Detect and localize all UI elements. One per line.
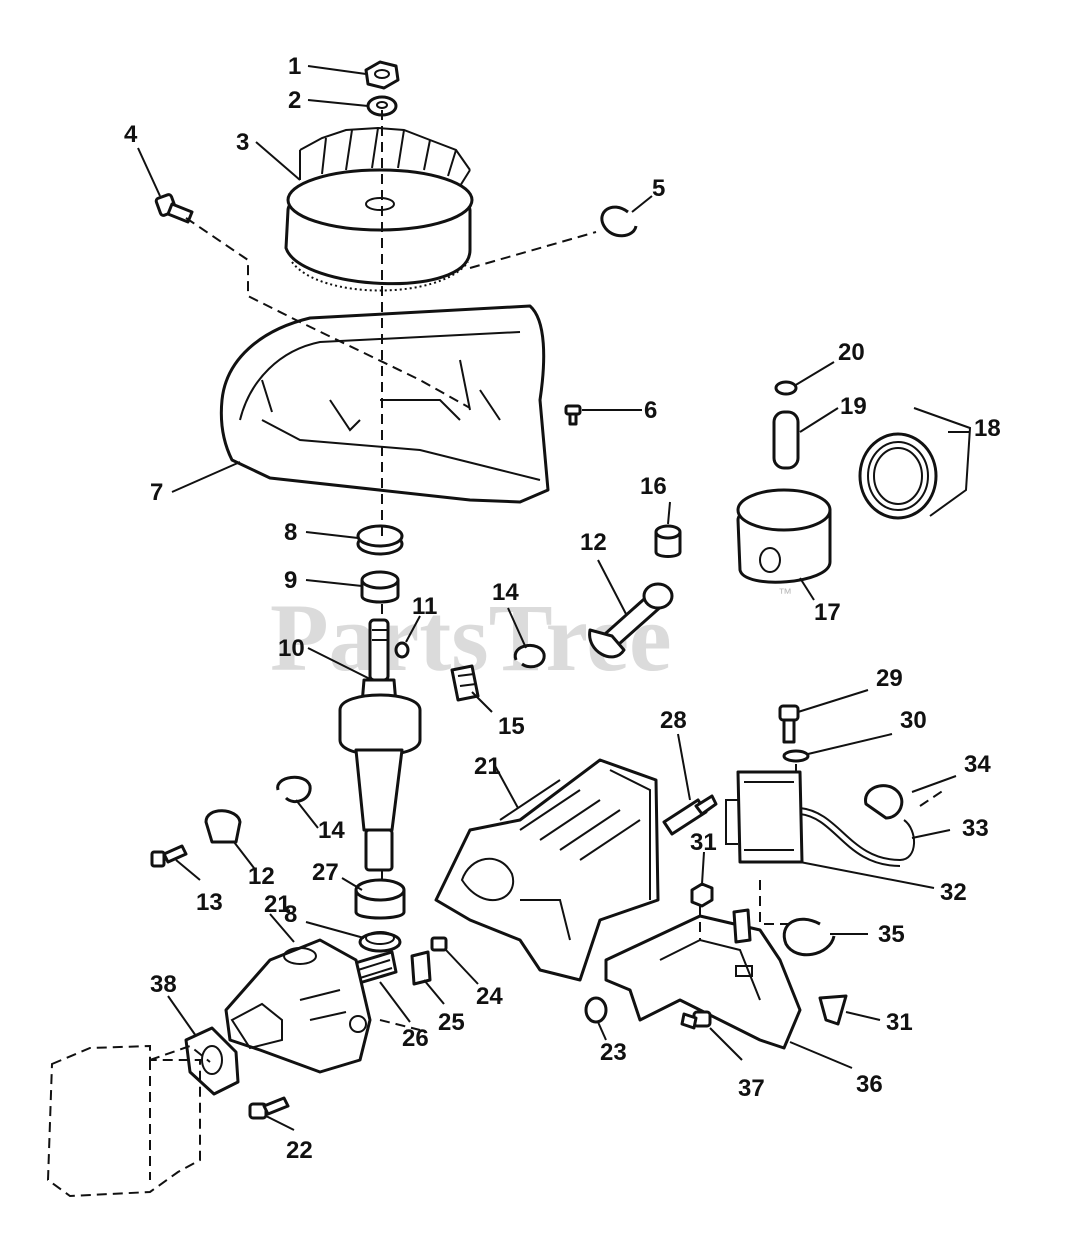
part-sleeve-27[interactable]	[354, 878, 406, 920]
part-bolt-13[interactable]	[150, 844, 188, 868]
callout-24: 24	[476, 983, 503, 1010]
callout-22: 22	[286, 1137, 313, 1164]
callout-34: 34	[964, 751, 991, 778]
part-plug-23[interactable]	[584, 996, 608, 1024]
callout-12b: 12	[248, 863, 275, 890]
part-screw-4[interactable]	[154, 193, 194, 224]
part-clip-5[interactable]	[600, 205, 638, 238]
callout-30: 30	[900, 707, 927, 734]
part-flywheel[interactable]	[284, 126, 474, 292]
callout-25: 25	[438, 1009, 465, 1036]
callout-36: 36	[856, 1071, 883, 1098]
callout-6: 6	[644, 397, 657, 424]
callout-5: 5	[652, 175, 665, 202]
callout-28: 28	[660, 707, 687, 734]
part-ignition-wire-33[interactable]	[799, 807, 916, 867]
callout-18: 18	[974, 415, 1001, 442]
callout-27: 27	[312, 859, 339, 886]
part-clip-14b[interactable]	[276, 775, 312, 803]
leader-lines	[137, 65, 972, 1131]
callout-37: 37	[738, 1075, 765, 1102]
callout-16: 16	[640, 473, 667, 500]
part-screw-24[interactable]	[430, 936, 448, 952]
part-screw-29[interactable]	[778, 704, 800, 744]
callout-33: 33	[962, 815, 989, 842]
part-rod-cap-12b[interactable]	[204, 809, 242, 844]
callout-21a: 21	[474, 753, 501, 780]
callout-4: 4	[124, 121, 138, 148]
callout-10: 10	[278, 635, 305, 662]
callout-11: 11	[412, 593, 437, 620]
part-ignition-module-32[interactable]	[725, 770, 804, 864]
callout-38: 38	[150, 971, 177, 998]
callout-8b: 8	[284, 901, 297, 928]
part-screw-37[interactable]	[680, 1010, 712, 1030]
callout-14a: 14	[492, 579, 519, 606]
part-connecting-rod-12a[interactable]	[588, 582, 674, 659]
callout-21b: 21	[264, 891, 291, 918]
callout-13: 13	[196, 889, 223, 916]
callout-1: 1	[288, 53, 301, 80]
part-bracket-36[interactable]	[604, 908, 802, 1050]
callout-35: 35	[878, 921, 905, 948]
part-air-filter-dashed	[46, 1044, 211, 1198]
callout-23: 23	[600, 1039, 627, 1066]
part-cylinder-21a[interactable]	[434, 758, 660, 982]
part-housing-7[interactable]	[219, 304, 550, 504]
callout-2: 2	[288, 87, 301, 114]
part-bearing-15[interactable]	[450, 664, 480, 702]
part-piston-rings-18[interactable]	[858, 432, 938, 520]
part-ring-20[interactable]	[774, 380, 798, 396]
callout-9: 9	[284, 567, 297, 594]
callout-labels: 1 2 3 4 5 6 7 8 9 11 10 12 16 14 15 20 1…	[124, 53, 1001, 1164]
part-bearing-9[interactable]	[360, 570, 400, 604]
part-spark-boot-34[interactable]	[864, 784, 904, 820]
callout-8a: 8	[284, 519, 297, 546]
callout-31a: 31	[690, 829, 717, 856]
callout-15: 15	[498, 713, 525, 740]
callout-20: 20	[838, 339, 865, 366]
callout-19: 19	[840, 393, 867, 420]
watermark-trademark: ™	[778, 585, 792, 601]
assembly-lines	[185, 110, 945, 1031]
part-reed-stop-25[interactable]	[410, 950, 432, 986]
callout-12a: 12	[580, 529, 607, 556]
part-carburetor-21b[interactable]	[224, 938, 372, 1074]
part-key-11[interactable]	[394, 641, 410, 659]
part-crankshaft-10[interactable]	[338, 618, 422, 872]
callout-32: 32	[940, 879, 967, 906]
callout-17: 17	[814, 599, 841, 626]
part-piston-17[interactable]	[736, 488, 832, 584]
part-washer-30[interactable]	[782, 749, 810, 763]
part-spark-plug-28[interactable]	[662, 794, 718, 836]
part-nut[interactable]	[364, 60, 400, 90]
part-nut-31a[interactable]	[690, 882, 714, 908]
part-clip-31b[interactable]	[818, 994, 848, 1026]
part-screw-6[interactable]	[564, 404, 582, 426]
part-seal-8a[interactable]	[356, 524, 404, 556]
callout-26: 26	[402, 1025, 429, 1052]
part-bolt-22[interactable]	[248, 1096, 290, 1120]
callout-7: 7	[150, 479, 163, 506]
watermark: PartsTree ™	[270, 584, 792, 691]
callout-31b: 31	[886, 1009, 913, 1036]
part-seal-8b[interactable]	[358, 931, 402, 953]
part-clip-35[interactable]	[782, 917, 836, 957]
part-wrist-pin-19[interactable]	[772, 410, 800, 470]
callout-3: 3	[236, 129, 249, 156]
part-clip-14a[interactable]	[513, 644, 546, 669]
callout-14b: 14	[318, 817, 345, 844]
part-bushing-16[interactable]	[654, 524, 682, 558]
callout-29: 29	[876, 665, 903, 692]
